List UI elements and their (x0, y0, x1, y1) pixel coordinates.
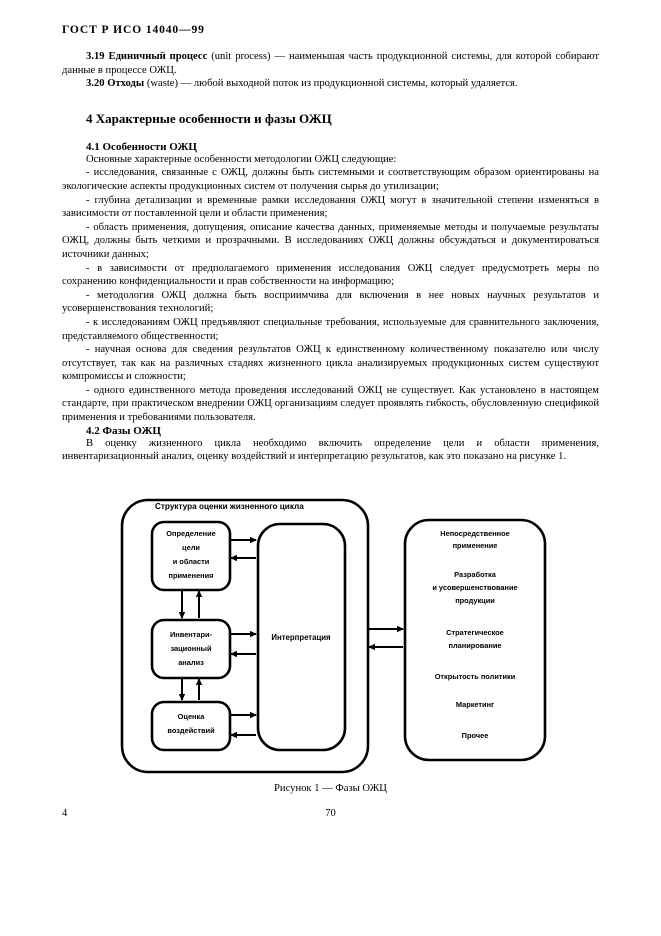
page-number-center: 70 (325, 808, 336, 819)
spacer (62, 127, 599, 141)
figure-1: Структура оценки жизненного цикла Опреде… (0, 492, 661, 782)
lca-framework-title: Структура оценки жизненного цикла (155, 502, 304, 511)
definition-term: Единичный процесс (108, 51, 208, 62)
direct-applications-box (403, 518, 547, 762)
bullet-item: - методология ОЖЦ должна быть восприимчи… (62, 289, 599, 315)
subsection-heading-4-2: 4.2 Фазы ОЖЦ (86, 424, 161, 437)
application-item-label: Прочее (462, 731, 489, 740)
definition-text: (waste) — любой выходной поток из продук… (144, 78, 518, 90)
application-item-label: планирование (449, 641, 502, 650)
bullet-item: - исследования, связанные с ОЖЦ, должны … (62, 167, 599, 192)
subsection-4-1-lead: Основные характерные особенности методол… (86, 153, 397, 165)
definition-term: Отходы (107, 78, 145, 90)
definition-3-19: 3.19 Единичный процесс (unit process) — … (62, 50, 599, 77)
application-item-label: применение (453, 541, 498, 550)
application-item-label: Непосредственное (440, 529, 510, 538)
application-item-label: Стратегическое (446, 628, 504, 637)
phase-goal-scope-line-4: применения (169, 571, 214, 580)
phase-inventory-line-2: зационный (170, 644, 212, 653)
definition-number: 3.19 (86, 51, 105, 62)
page-number-left: 4 (62, 808, 68, 819)
definition-3-20: 3.20 Отходы (waste) — любой выходной пот… (62, 77, 599, 91)
interpretation-label: Интерпретация (271, 633, 330, 642)
phase-goal-scope-line-2: цели (182, 543, 200, 552)
bullet-item: - глубина детализации и временные рамки … (62, 194, 599, 220)
lca-framework-outer-box (120, 498, 370, 774)
spacer (62, 91, 599, 111)
lca-framework-diagram: Структура оценки жизненного цикла Опреде… (120, 498, 547, 774)
interpretation-box (256, 522, 347, 752)
phase-inventory-line-1: Инвентари- (170, 630, 213, 639)
definition-text: (unit process) — наименьшая часть продук… (62, 51, 599, 76)
phase-inventory-line-3: анализ (178, 658, 204, 667)
bullet-item: - одного единственного метода проведения… (62, 384, 599, 424)
section-heading-4: 4 Характерные особенности и фазы ОЖЦ (86, 110, 332, 126)
page-header: ГОСТ Р ИСО 14040—99 (62, 24, 205, 36)
bullet-item: - область применения, допущения, описани… (62, 221, 599, 260)
definition-number: 3.20 (86, 78, 105, 90)
bullet-item: - научная основа для сведения результато… (62, 344, 599, 383)
application-item-label: Маркетинг (456, 700, 494, 709)
figure-caption: Рисунок 1 — Фазы ОЖЦ (274, 783, 387, 794)
phase-box-impact-assessment (150, 700, 232, 752)
phase-impact-line-2: воздействий (167, 726, 215, 735)
phase-goal-scope-line-1: Определение (166, 529, 215, 538)
subsection-heading-4-1: 4.1 Особенности ОЖЦ (86, 140, 197, 153)
application-item-label: Разработка (454, 570, 497, 579)
bullet-item: - к исследованиям ОЖЦ предъявляют специа… (62, 316, 599, 342)
application-item-label: Открытость политики (435, 672, 516, 681)
phase-goal-scope-line-3: и области (173, 557, 210, 566)
bullet-item: - в зависимости от предполагаемого приме… (62, 262, 599, 288)
document-body: 3.19 Единичный процесс (unit process) — … (62, 50, 599, 464)
application-item-label: продукции (455, 596, 495, 605)
phase-impact-line-1: Оценка (178, 712, 206, 721)
application-item-label: и усовершенствование (432, 583, 517, 592)
subsection-4-2-paragraph: В оценку жизненного цикла необходимо вкл… (62, 437, 599, 463)
phase-box-inventory-analysis (150, 618, 232, 680)
